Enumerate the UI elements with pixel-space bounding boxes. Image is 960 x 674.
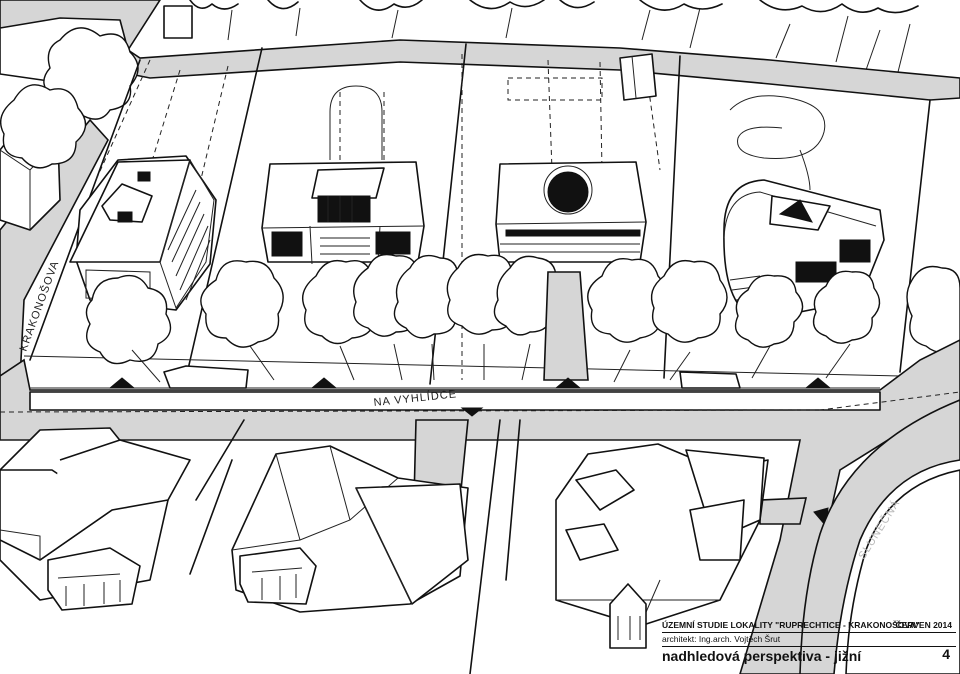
back-lane (0, 0, 960, 101)
title-block-rule (662, 632, 956, 633)
sheet-number: 4 (942, 646, 950, 662)
background-trees (163, 0, 919, 73)
bottom-lot-lines (189, 419, 521, 674)
driveway-bays (163, 271, 808, 525)
existing-house-2 (231, 445, 469, 613)
title-block-rule-2 (662, 646, 956, 647)
project-title: ÚZEMNÍ STUDIE LOKALITY "RUPRECHTICE - KR… (662, 620, 920, 630)
entry-arrows (108, 377, 832, 528)
view-title: nadhledová perspektiva - jižní (662, 648, 862, 664)
garden-shed (619, 53, 657, 101)
street-centerline (0, 391, 960, 413)
villa-1 (69, 155, 217, 311)
villa-2 (261, 161, 425, 265)
street-tree-row (85, 253, 960, 383)
na-vyhlidce-street (0, 339, 960, 674)
title-block: ÚZEMNÍ STUDIE LOKALITY "RUPRECHTICE - KR… (662, 614, 956, 674)
existing-house-1 (0, 427, 191, 611)
left-side-houses (0, 84, 87, 231)
garden-path-loop (729, 95, 826, 191)
architect-credit: architekt: Ing.arch. Vojtěch Šrut (662, 634, 781, 644)
villa-3 (495, 161, 647, 263)
existing-house-3 (555, 443, 769, 649)
garden-path-oval (329, 85, 383, 160)
project-date: ČERVEN 2014 (895, 620, 952, 630)
